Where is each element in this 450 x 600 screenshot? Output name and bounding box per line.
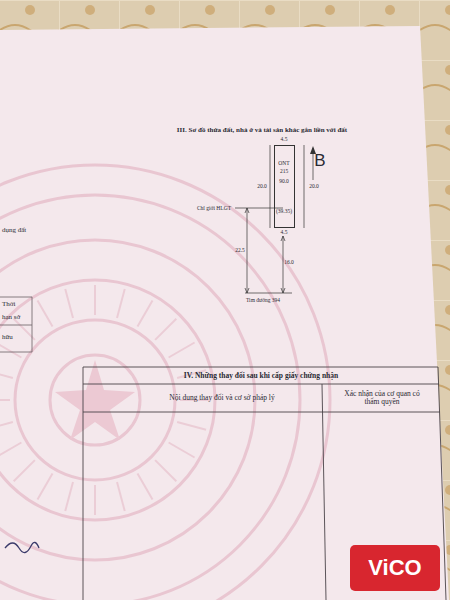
pattern-ray [0,443,21,458]
pattern-ray [38,300,53,326]
pattern-ray [138,300,153,326]
pattern-ray [0,422,13,430]
table-fragment: dụng đất [2,227,26,235]
land-plot: ONT 215 90.0 (39.35) [274,145,295,228]
dimension: 22.5 [235,247,245,253]
pattern-ray [65,289,73,318]
north-arrow-letter: B [314,152,325,171]
pattern-ray [38,474,53,500]
section-title: IV. Những thay đổi sau khi cấp giấy chứn… [184,372,338,380]
pattern-ray [169,443,195,458]
logo-text: ViCO [368,556,421,580]
table-fragment: hạn sở [2,314,20,322]
table-fragment: hữu [2,334,13,342]
pattern-ray [155,460,176,481]
dimension: 20.0 [309,183,319,189]
pattern-ray [0,343,21,358]
table-header: Xác nhận của cơ quan có thẩm quyền [338,390,426,407]
pattern-ray [0,370,13,378]
plot-text: (39.35) [275,208,294,214]
pattern-ray [138,474,153,500]
pattern-ray [117,482,125,511]
plot-text: 90.0 [275,178,294,184]
pattern-ray [0,399,10,401]
pattern-ray [117,289,125,318]
section-title: III. Sơ đồ thửa đất, nhà ở và tài sản kh… [177,127,347,135]
pattern-ray [177,422,206,430]
pattern-ray [94,285,96,315]
table-fragment: Thời [2,301,15,309]
pattern-ray [169,343,195,358]
pattern-ray [14,460,35,481]
logo-badge: ViCO [350,545,440,591]
pattern-ray [94,485,96,515]
boundary-label: Chỉ giới HLGT [197,205,231,211]
pattern-ray [155,319,176,340]
plot-text: 215 [275,168,294,174]
dimension: 20.0 [257,183,267,189]
dimension: 4.5 [281,229,288,235]
road-label: Tim đường 394 [246,297,280,303]
plot-text: ONT [275,160,294,166]
dimension: 4.5 [281,136,288,142]
pattern-ray [65,482,73,511]
table-header: Nội dung thay đổi và cơ sở pháp lý [169,394,274,402]
dimension: 16.0 [284,259,294,265]
